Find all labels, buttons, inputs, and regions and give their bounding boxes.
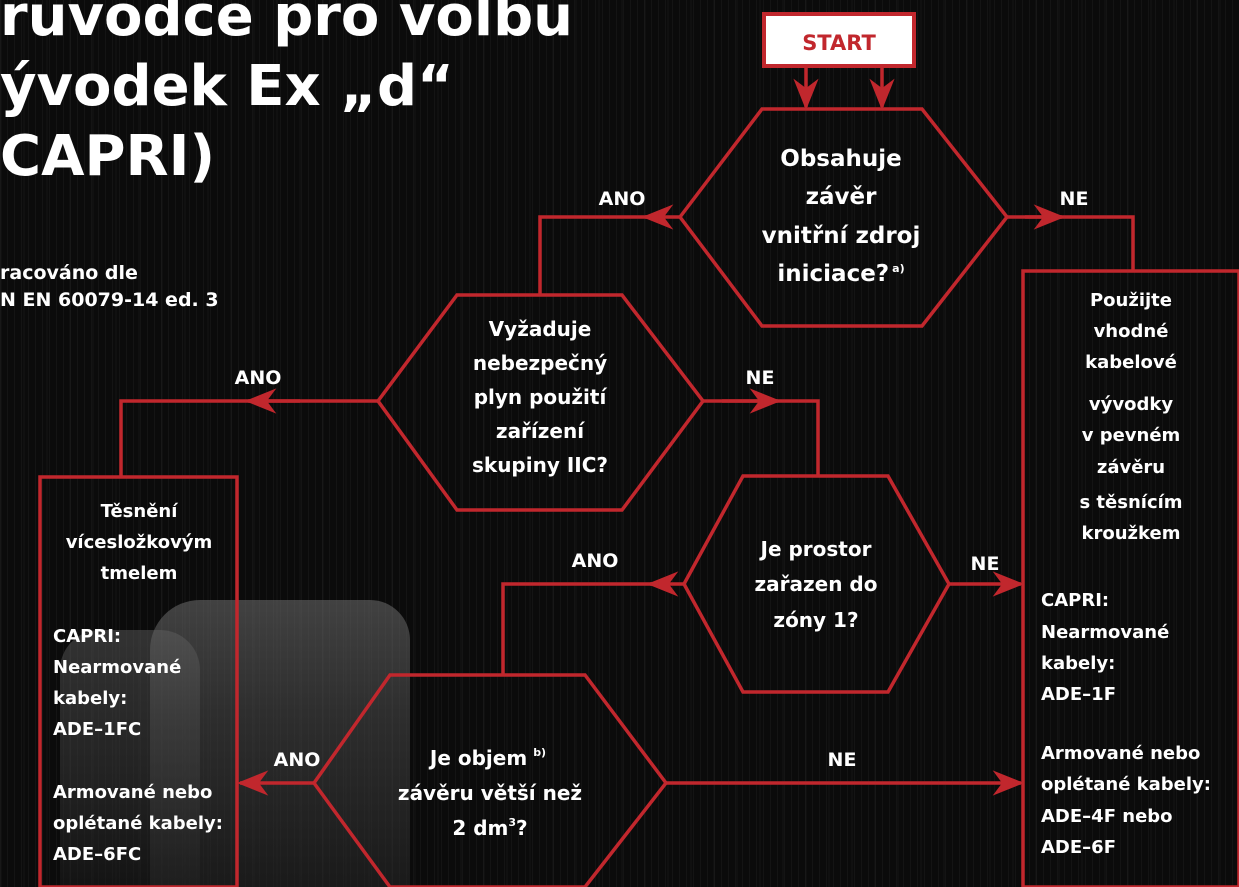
left-body-line-7: oplétané kabely: <box>53 813 223 834</box>
edge-q3-yes <box>501 582 684 675</box>
right-heading-line-8: kroužkem <box>1082 523 1181 544</box>
q3-line-2: zařazen do <box>755 572 878 596</box>
title-line-3: CAPRI) <box>0 124 216 189</box>
edge-q2-yes <box>119 399 378 477</box>
left-body-line-8: ADE–6FC <box>53 844 141 865</box>
decision-q4-text: Je objem b) závěru větší než 2 dm3? <box>398 746 582 840</box>
label-q1-no: NE <box>1060 188 1089 210</box>
q4-footnote-b: b) <box>533 746 546 759</box>
q1-line-2: závěr <box>806 184 877 210</box>
right-body-line-6: Armované nebo <box>1041 743 1200 764</box>
right-body-line-3: kabely: <box>1041 653 1115 674</box>
title-line-1: ruvodce pro volbu <box>0 0 574 49</box>
right-box-body: CAPRI: Nearmované kabely: ADE–1F Armovan… <box>1041 590 1211 858</box>
right-heading-line-7: s těsnícím <box>1079 492 1182 513</box>
label-q4-yes: ANO <box>274 749 321 771</box>
q2-line-1: Vyžaduje <box>489 317 592 341</box>
q4-question-mark: ? <box>516 816 528 840</box>
left-box-heading: Těsnění vícesložkovým tmelem <box>66 501 213 584</box>
right-body-line-7: oplétané kabely: <box>1041 774 1211 795</box>
left-body-line-1: CAPRI: <box>53 626 121 647</box>
left-body-line-6: Armované nebo <box>53 782 212 803</box>
source-note-line-2: N EN 60079-14 ed. 3 <box>0 289 219 311</box>
right-heading-line-1: Použijte <box>1090 290 1172 311</box>
start-box <box>762 12 916 68</box>
q2-line-5: skupiny IIC? <box>472 453 608 477</box>
left-heading-line-3: tmelem <box>101 563 178 584</box>
edge-q1-no <box>1007 215 1135 271</box>
start-label: START <box>802 31 876 55</box>
right-body-line-4: ADE–1F <box>1041 684 1116 705</box>
result-box-left <box>38 475 239 887</box>
left-heading-line-2: vícesložkovým <box>66 532 213 553</box>
right-box-heading: Použijte vhodné kabelové vývodky v pevné… <box>1079 290 1182 544</box>
q2-line-2: nebezpečný <box>473 351 607 375</box>
q1-line-4: iniciace?a) <box>777 261 904 287</box>
q1-line-4-text: iniciace? <box>777 261 889 287</box>
right-body-line-9: ADE–6F <box>1041 837 1116 858</box>
q4-line-3-text: 2 dm <box>452 816 508 840</box>
edge-q2-no <box>703 399 820 476</box>
q4-line-3: 2 dm3? <box>452 816 527 840</box>
right-heading-line-3: kabelové <box>1085 352 1177 373</box>
right-body-line-8: ADE–4F nebo <box>1041 806 1173 827</box>
page-title: ruvodce pro volbu ývodek Ex „d“ CAPRI) <box>0 0 573 192</box>
decision-q3-text: Je prostor zařazen do zóny 1? <box>755 537 878 632</box>
q2-line-4: zařízení <box>496 419 585 443</box>
left-body-line-3: kabely: <box>53 688 127 709</box>
right-heading-line-2: vhodné <box>1094 321 1169 342</box>
left-body-line-2: Nearmované <box>53 657 181 678</box>
label-q3-yes: ANO <box>572 550 619 572</box>
source-note-line-1: racováno dle <box>0 262 138 284</box>
left-heading-line-1: Těsnění <box>101 501 179 522</box>
label-q1-yes: ANO <box>599 188 646 210</box>
right-heading-line-5: v pevném <box>1082 425 1181 446</box>
source-note: racováno dle N EN 60079-14 ed. 3 <box>0 260 219 314</box>
q1-line-1: Obsahuje <box>780 146 901 172</box>
right-heading-line-4: vývodky <box>1089 394 1173 415</box>
right-body-line-2: Nearmované <box>1041 622 1169 643</box>
q4-superscript-3: 3 <box>508 816 516 829</box>
q4-line-1: Je objem b) <box>428 746 546 770</box>
q3-line-3: zóny 1? <box>773 608 858 632</box>
label-q2-yes: ANO <box>235 367 282 389</box>
q1-line-3: vnitřní zdroj <box>762 223 921 249</box>
decision-q2-text: Vyžaduje nebezpečný plyn použití zařízen… <box>472 317 608 477</box>
title-line-2: ývodek Ex „d“ <box>0 54 454 119</box>
left-box-body: CAPRI: Nearmované kabely: ADE–1FC Armova… <box>53 626 223 865</box>
right-body-line-1: CAPRI: <box>1041 590 1109 611</box>
q4-line-1-text: Je objem <box>428 746 527 770</box>
q1-footnote-a: a) <box>892 262 904 275</box>
edge-q1-yes <box>538 215 680 295</box>
label-q3-no: NE <box>971 553 1000 575</box>
decision-q1-text: Obsahuje závěr vnitřní zdroj iniciace?a) <box>762 146 921 287</box>
q3-line-1: Je prostor <box>759 537 872 561</box>
q2-line-3: plyn použití <box>474 385 608 409</box>
left-body-line-4: ADE–1FC <box>53 719 141 740</box>
decision-q1-hexagon <box>677 107 1010 328</box>
label-q4-no: NE <box>828 749 857 771</box>
q4-line-2: závěru větší než <box>398 781 582 805</box>
background-machine-image <box>150 600 410 887</box>
right-heading-line-6: závěru <box>1097 457 1165 478</box>
label-q2-no: NE <box>746 367 775 389</box>
